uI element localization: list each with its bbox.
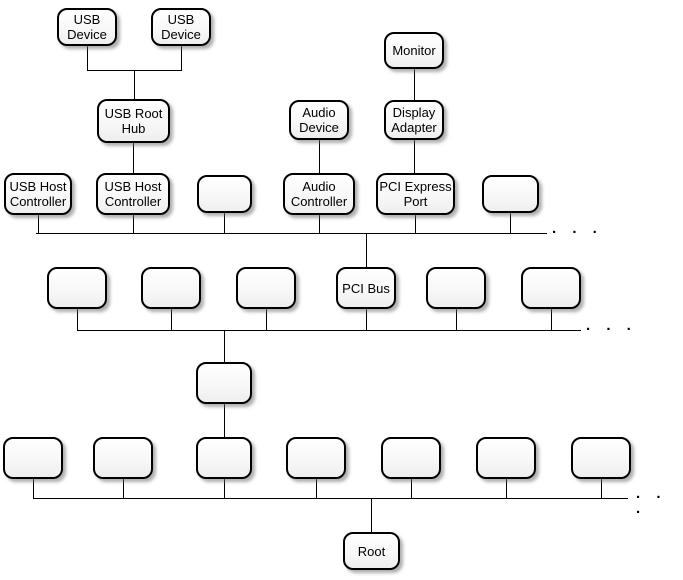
ellipsis-lower: . . .	[636, 485, 667, 517]
connector-line	[415, 215, 416, 233]
node-unlabeled-6	[426, 267, 486, 309]
connector-line	[134, 70, 135, 99]
connector-line	[601, 479, 602, 498]
node-audio-device: Audio Device	[289, 100, 349, 140]
connector-line	[319, 215, 320, 233]
connector-line	[224, 404, 225, 437]
node-monitor: Monitor	[384, 32, 444, 69]
connector-line	[456, 309, 457, 330]
node-pci-bus: PCI Bus	[336, 267, 396, 309]
connector-line	[506, 479, 507, 498]
node-unlabeled-9	[3, 437, 63, 479]
ellipsis-middle: . . .	[586, 317, 637, 334]
connector-line	[123, 479, 124, 498]
connector-line	[33, 479, 34, 498]
ellipsis-upper: . . .	[552, 220, 603, 237]
connector-line	[319, 140, 320, 173]
bus-line-middle	[77, 330, 581, 331]
node-unlabeled-15	[571, 437, 631, 479]
node-unlabeled-5	[236, 267, 296, 309]
node-root: Root	[343, 532, 400, 570]
connector-line	[411, 479, 412, 498]
node-unlabeled-1	[197, 175, 252, 213]
connector-line	[133, 143, 134, 173]
connector-line	[181, 46, 182, 70]
bus-line-upper	[36, 233, 547, 234]
connector-line	[224, 213, 225, 233]
node-display-adapter: Display Adapter	[384, 100, 444, 140]
connector-line	[316, 479, 317, 498]
connector-line	[414, 140, 415, 173]
node-usb-device-1: USB Device	[57, 8, 117, 46]
node-usb-root-hub: USB Root Hub	[97, 99, 170, 143]
node-unlabeled-4	[141, 267, 201, 309]
node-unlabeled-2	[482, 175, 539, 213]
node-usb-host-controller-2: USB Host Controller	[96, 173, 170, 215]
connector-line	[366, 309, 367, 330]
node-usb-device-2: USB Device	[151, 8, 211, 46]
connector-line	[224, 330, 225, 362]
connector-line	[38, 215, 39, 233]
connector-line	[171, 309, 172, 330]
connector-line	[414, 69, 415, 100]
node-usb-host-controller-1: USB Host Controller	[4, 173, 72, 215]
connector-line	[510, 213, 511, 233]
connector-line	[371, 498, 372, 532]
node-unlabeled-3	[47, 267, 107, 309]
connector-line	[366, 233, 367, 267]
connector-line	[87, 46, 88, 70]
node-unlabeled-10	[93, 437, 153, 479]
node-unlabeled-12	[286, 437, 346, 479]
connector-line	[224, 479, 225, 498]
connector-line	[551, 309, 552, 330]
node-unlabeled-14	[476, 437, 536, 479]
node-audio-controller: Audio Controller	[283, 173, 355, 215]
connector-line	[133, 215, 134, 233]
node-pci-express-port: PCI Express Port	[376, 173, 455, 215]
node-unlabeled-7	[521, 267, 581, 309]
node-unlabeled-11	[196, 437, 252, 479]
node-unlabeled-8	[196, 362, 252, 404]
connector-line	[266, 309, 267, 330]
node-unlabeled-13	[381, 437, 441, 479]
bus-line-lower	[33, 498, 628, 499]
connector-line	[77, 309, 78, 330]
